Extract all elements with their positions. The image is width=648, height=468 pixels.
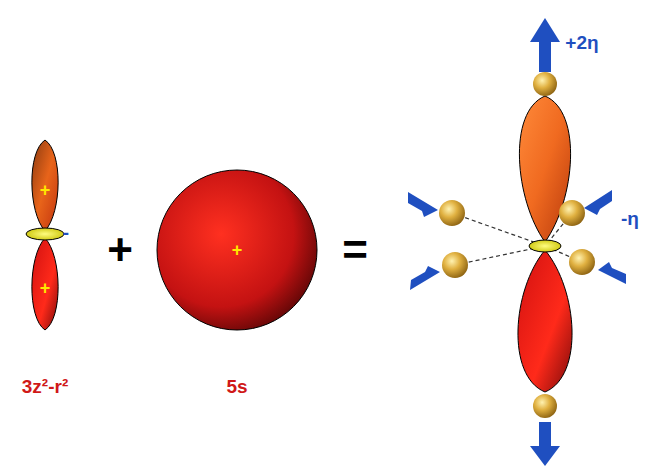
strain-label: +2η bbox=[565, 33, 598, 52]
phase-sign: + bbox=[40, 279, 51, 297]
displacement-arrows bbox=[408, 18, 626, 466]
phase-sign: + bbox=[40, 181, 51, 199]
operator-symbol: = bbox=[342, 228, 368, 272]
d-orbital bbox=[26, 140, 64, 330]
hybrid-orbital bbox=[518, 96, 572, 392]
phase-sign: - bbox=[63, 224, 69, 242]
phase-sign: + bbox=[232, 241, 243, 259]
s-orbital bbox=[157, 170, 317, 330]
orbital-name: 5s bbox=[226, 377, 247, 396]
strain-label: -η bbox=[621, 209, 639, 228]
operator-symbol: + bbox=[107, 228, 133, 272]
orbital-name: 3z²-r² bbox=[22, 377, 68, 396]
ligand-atoms bbox=[439, 72, 595, 418]
